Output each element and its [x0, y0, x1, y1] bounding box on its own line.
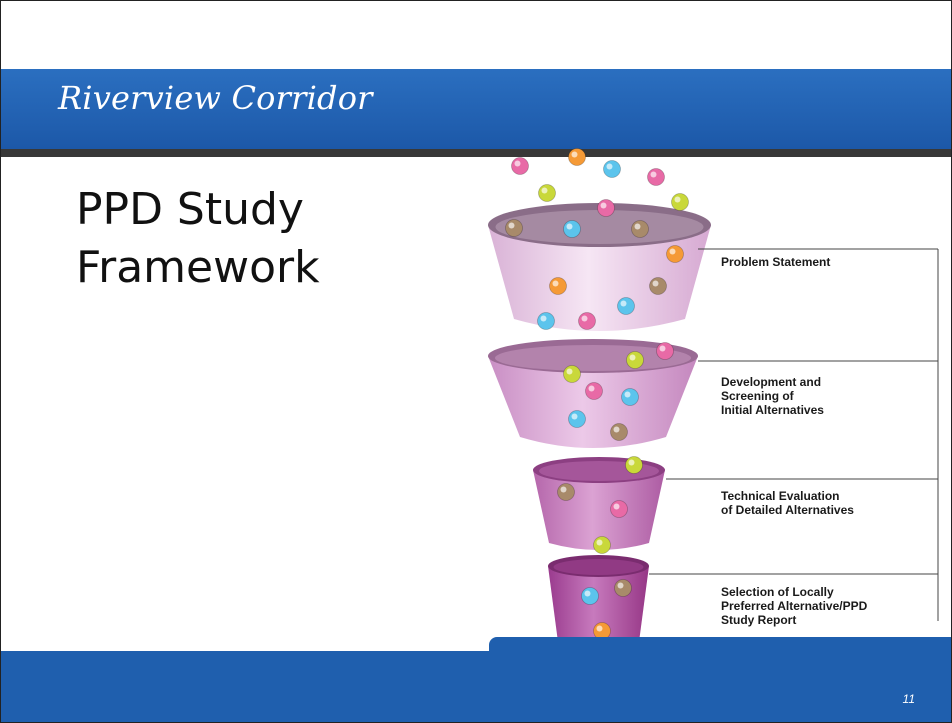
ball	[656, 342, 674, 360]
slide-title-line-1: PPD Study	[76, 184, 304, 235]
header-title: Riverview Corridor	[58, 79, 373, 117]
funnel-stage-2	[488, 339, 698, 448]
ball-highlight	[566, 368, 573, 375]
ball	[568, 410, 586, 428]
stage-label-technical-evaluation: Technical Evaluation of Detailed Alterna…	[721, 489, 941, 517]
ball	[671, 193, 689, 211]
ball-highlight	[596, 625, 603, 632]
ball	[511, 157, 529, 175]
ball	[578, 312, 596, 330]
stage-2-line-3: Initial Alternatives	[721, 403, 824, 417]
ball	[537, 312, 555, 330]
ball-highlight	[634, 223, 641, 230]
stage-label-selection-lpa: Selection of Locally Preferred Alternati…	[721, 585, 941, 627]
ball-highlight	[541, 187, 548, 194]
ball-highlight	[606, 163, 613, 170]
footer-band-left	[1, 651, 491, 722]
ball-highlight	[600, 202, 607, 209]
ball	[647, 168, 665, 186]
stage-3-line-2: of Detailed Alternatives	[721, 503, 854, 517]
ball-highlight	[508, 222, 515, 229]
ball-highlight	[613, 426, 620, 433]
ball-highlight	[628, 459, 635, 466]
ball	[610, 500, 628, 518]
ball	[563, 220, 581, 238]
stage-1-line-1: Problem Statement	[721, 255, 831, 269]
funnel-stage-1	[488, 203, 711, 331]
ball-highlight	[650, 171, 657, 178]
ball	[614, 579, 632, 597]
ball-highlight	[669, 248, 676, 255]
ball-highlight	[560, 486, 567, 493]
slide-title-line-2: Framework	[76, 242, 320, 293]
ball	[585, 382, 603, 400]
ball	[603, 160, 621, 178]
stage-4-line-3: Study Report	[721, 613, 797, 627]
ball	[563, 365, 581, 383]
stage-2-line-2: Screening of	[721, 389, 794, 403]
header-band	[1, 69, 951, 157]
ball-highlight	[514, 160, 521, 167]
ball-highlight	[624, 391, 631, 398]
stage-3-line-1: Technical Evaluation	[721, 489, 840, 503]
ball	[666, 245, 684, 263]
stage-label-problem-statement: Problem Statement	[721, 255, 941, 269]
ball	[617, 297, 635, 315]
ball-highlight	[588, 385, 595, 392]
ball	[625, 456, 643, 474]
ball	[597, 199, 615, 217]
ball	[610, 423, 628, 441]
ball	[549, 277, 567, 295]
ball	[631, 220, 649, 238]
ball-highlight	[584, 590, 591, 597]
ball-highlight	[652, 280, 659, 287]
stage-4-line-1: Selection of Locally	[721, 585, 834, 599]
stage-4-line-2: Preferred Alternative/PPD	[721, 599, 868, 613]
ball-highlight	[617, 582, 624, 589]
ball	[626, 351, 644, 369]
slide-title: PPD Study Framework	[76, 181, 456, 297]
ball-highlight	[571, 151, 578, 158]
ball	[557, 483, 575, 501]
ball	[649, 277, 667, 295]
ball-highlight	[620, 300, 627, 307]
ball-highlight	[540, 315, 547, 322]
ball	[581, 587, 599, 605]
stage-2-line-1: Development and	[721, 375, 822, 389]
ball	[593, 536, 611, 554]
ball-highlight	[613, 503, 620, 510]
ball	[538, 184, 556, 202]
ball-highlight	[659, 345, 666, 352]
ball-highlight	[674, 196, 681, 203]
ball	[621, 388, 639, 406]
ball-highlight	[596, 539, 603, 546]
ball-highlight	[581, 315, 588, 322]
stage-label-development-screening: Development and Screening of Initial Alt…	[721, 375, 941, 417]
ball	[505, 219, 523, 237]
page-number: 11	[902, 692, 915, 706]
stage-connector-lines	[649, 248, 939, 621]
ball-highlight	[571, 413, 578, 420]
ball-highlight	[566, 223, 573, 230]
ball	[568, 148, 586, 166]
ball-highlight	[552, 280, 559, 287]
ball-highlight	[629, 354, 636, 361]
footer-band-right	[489, 637, 951, 722]
funnel-stage-3	[533, 457, 665, 550]
